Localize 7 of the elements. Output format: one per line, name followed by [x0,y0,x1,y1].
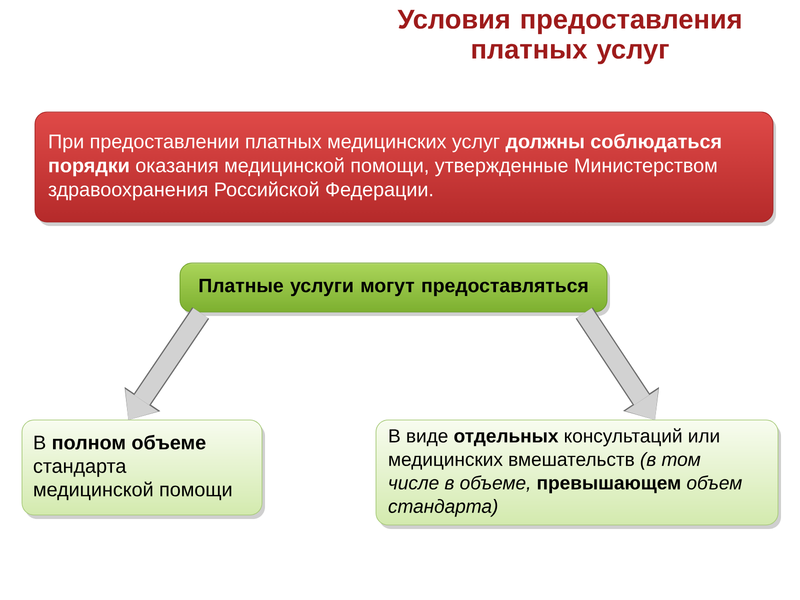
title: Условия предоставления платных услуг [398,10,741,64]
block-arrow [576,307,660,420]
heading-box: Платные услуги могут предоставляться [180,262,610,316]
note-box: При предоставлении платных медицинских услуг должны соблюдаться порядки оказания медицинской помощи, утвержденные Министерством здравоохранения Российской Федерации. [34,112,776,226]
block-arrow [124,307,210,420]
info-box: В полном объеме стандарта медицинской помощи [22,420,265,519]
info-box: В виде отдельных консультаций или медицинских вмешательств (в том числе в объеме, превышающем объем стандарта) [376,420,781,529]
